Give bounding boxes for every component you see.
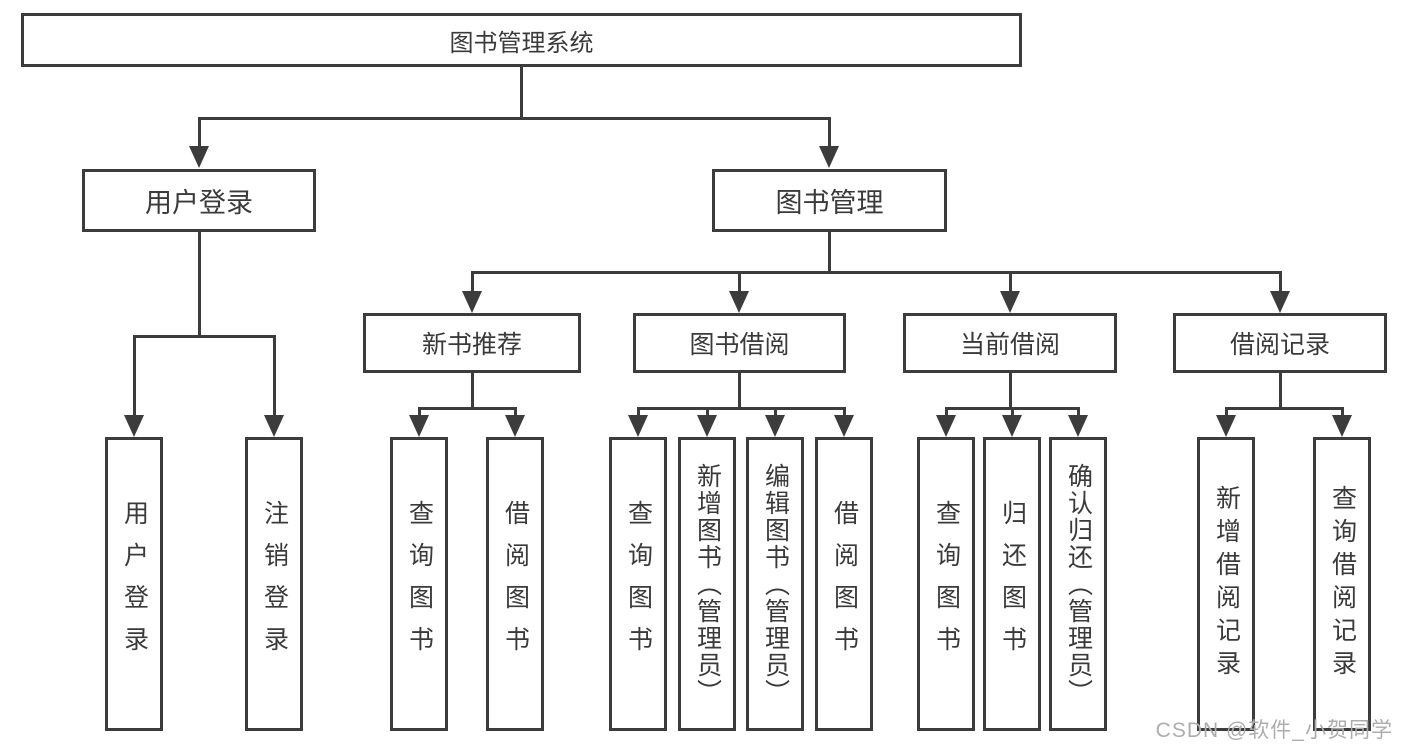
connector-current-stem <box>1009 373 1012 409</box>
connector-level2-branch <box>471 271 1282 274</box>
leaf-query-borrow-record: 查询借阅记录 <box>1313 437 1371 731</box>
leaf-return-book: 归还图书 <box>983 437 1041 731</box>
arrowhead-book-management <box>819 146 839 168</box>
connector-to-current-borrow <box>1009 271 1012 292</box>
connector-recommend-leaf2 <box>514 407 517 417</box>
node-root: 图书管理系统 <box>21 13 1022 67</box>
node-new-book-recommend-label: 新书推荐 <box>421 331 522 359</box>
arrowhead-leaf-borrow-books-borrow <box>834 415 854 437</box>
arrowhead-user-login <box>189 146 209 168</box>
node-new-book-recommend: 新书推荐 <box>363 313 581 373</box>
leaf-add-book-admin: 新增图书（管理员） <box>678 437 736 731</box>
leaf-user-login: 用户登录 <box>105 437 163 731</box>
leaf-borrow-books-borrow-label: 借阅图书 <box>830 500 859 668</box>
connector-records-leaf1 <box>1225 407 1228 417</box>
leaf-add-borrow-record-label: 新增借阅记录 <box>1212 485 1241 683</box>
arrowhead-borrow-records <box>1270 291 1290 313</box>
connector-borrow-leaf2 <box>706 407 709 417</box>
node-user-login-label: 用户登录 <box>145 188 253 218</box>
arrowhead-new-book-recommend <box>462 291 482 313</box>
connector-book-mgmt-stem <box>828 232 831 273</box>
leaf-query-books-borrow-label: 查询图书 <box>624 500 653 668</box>
arrowhead-leaf-borrow-books-recommend <box>505 415 525 437</box>
arrowhead-leaf-return-book <box>1002 415 1022 437</box>
connector-borrow-stem <box>738 373 741 409</box>
leaf-query-borrow-record-label: 查询借阅记录 <box>1328 485 1357 683</box>
leaf-confirm-return-admin: 确认归还（管理员） <box>1049 437 1107 731</box>
watermark: CSDN @软件_小贺同学 <box>1155 719 1393 742</box>
arrowhead-leaf-logout <box>264 415 284 437</box>
arrowhead-leaf-confirm-return <box>1068 415 1088 437</box>
arrowhead-current-borrow <box>1000 291 1020 313</box>
arrowhead-leaf-edit-book <box>765 415 785 437</box>
arrowhead-leaf-query-record <box>1332 415 1352 437</box>
leaf-borrow-books-recommend: 借阅图书 <box>486 437 544 731</box>
leaf-logout-login: 注销登录 <box>245 437 303 731</box>
connector-to-leaf-user-login <box>133 335 136 416</box>
arrowhead-leaf-add-book <box>697 415 717 437</box>
connector-current-leaf3 <box>1077 407 1080 417</box>
leaf-edit-book-admin-label: 编辑图书（管理员） <box>761 462 790 706</box>
leaf-add-borrow-record: 新增借阅记录 <box>1197 437 1255 731</box>
connector-recommend-branch <box>418 407 517 410</box>
node-book-borrow: 图书借阅 <box>633 313 846 373</box>
connector-to-book-management <box>828 117 831 147</box>
leaf-query-books-recommend: 查询图书 <box>390 437 448 731</box>
connector-recommend-leaf1 <box>418 407 421 417</box>
connector-to-new-book-recommend <box>471 271 474 292</box>
connector-borrow-leaf1 <box>637 407 640 417</box>
connector-recommend-stem <box>471 373 474 409</box>
connector-user-login-branch <box>133 335 276 338</box>
connector-records-leaf2 <box>1341 407 1344 417</box>
node-book-management: 图书管理 <box>712 169 947 232</box>
connector-borrow-branch <box>637 407 846 410</box>
leaf-return-book-label: 归还图书 <box>998 500 1027 668</box>
leaf-add-book-admin-label: 新增图书（管理员） <box>693 462 722 706</box>
node-user-login: 用户登录 <box>82 169 316 232</box>
leaf-user-login-label: 用户登录 <box>120 500 149 668</box>
leaf-query-books-current: 查询图书 <box>917 437 975 731</box>
node-book-borrow-label: 图书借阅 <box>689 331 790 359</box>
connector-current-leaf1 <box>945 407 948 417</box>
connector-to-book-borrow <box>738 271 741 292</box>
connector-to-leaf-logout <box>273 335 276 416</box>
arrowhead-leaf-query-books-recommend <box>409 415 429 437</box>
connector-user-login-stem <box>198 232 201 337</box>
leaf-query-books-recommend-label: 查询图书 <box>405 500 434 668</box>
node-book-management-label: 图书管理 <box>775 188 884 218</box>
arrowhead-book-borrow <box>729 291 749 313</box>
leaf-confirm-return-admin-label: 确认归还（管理员） <box>1064 462 1093 706</box>
node-root-label: 图书管理系统 <box>449 29 594 57</box>
connector-to-user-login <box>198 117 201 147</box>
connector-borrow-leaf4 <box>843 407 846 417</box>
node-borrow-records: 借阅记录 <box>1173 313 1387 373</box>
connector-to-borrow-records <box>1279 271 1282 292</box>
node-current-borrow: 当前借阅 <box>903 313 1117 373</box>
arrowhead-leaf-query-books-borrow <box>628 415 648 437</box>
connector-borrow-leaf3 <box>774 407 777 417</box>
arrowhead-leaf-add-record <box>1216 415 1236 437</box>
connector-records-branch <box>1225 407 1344 410</box>
connector-level1-branch <box>198 117 831 120</box>
leaf-borrow-books-borrow: 借阅图书 <box>815 437 873 731</box>
node-borrow-records-label: 借阅记录 <box>1229 331 1330 359</box>
leaf-logout-login-label: 注销登录 <box>260 500 289 668</box>
leaf-edit-book-admin: 编辑图书（管理员） <box>746 437 804 731</box>
leaf-borrow-books-recommend-label: 借阅图书 <box>501 500 530 668</box>
connector-current-leaf2 <box>1011 407 1014 417</box>
arrowhead-leaf-query-books-current <box>936 415 956 437</box>
connector-root-stem <box>520 67 523 118</box>
leaf-query-books-borrow: 查询图书 <box>609 437 667 731</box>
node-current-borrow-label: 当前借阅 <box>959 331 1060 359</box>
leaf-query-books-current-label: 查询图书 <box>932 500 961 668</box>
connector-records-stem <box>1279 373 1282 409</box>
arrowhead-leaf-user-login <box>124 415 144 437</box>
